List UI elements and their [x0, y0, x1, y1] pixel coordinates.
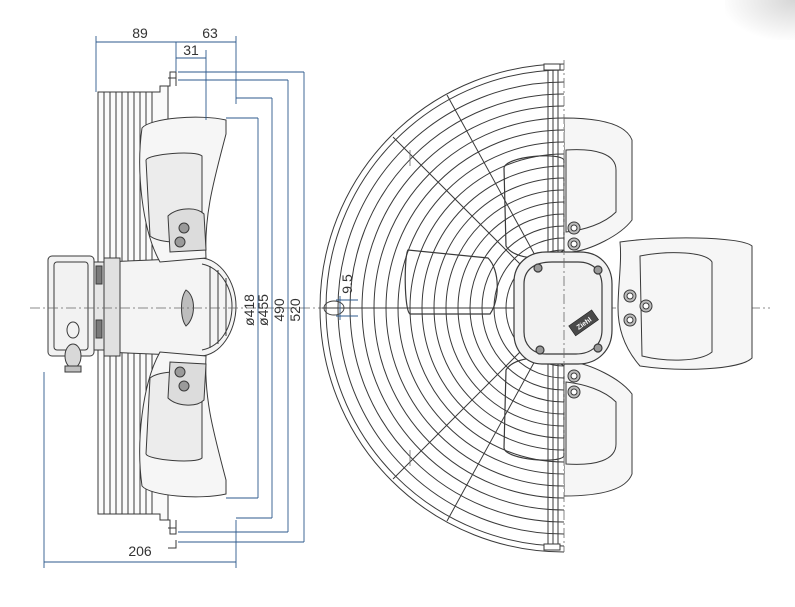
dimension-labels: 89 63 31 206 ø418 ø455 490 520 9.5: [128, 25, 355, 559]
dim-206: 206: [128, 543, 152, 559]
dim-d418: ø418: [241, 294, 257, 326]
impeller-front: [564, 117, 753, 497]
dimension-lines: [43, 36, 358, 568]
dim-63: 63: [202, 25, 218, 41]
dim-89: 89: [132, 25, 148, 41]
side-view: [47, 71, 237, 549]
motor-side: [103, 257, 237, 357]
hub-bolts: [567, 221, 653, 399]
blade-right: [617, 237, 753, 370]
front-view: Ziehl: [319, 60, 753, 553]
terminal-box: [47, 255, 105, 373]
blade-top: [564, 117, 633, 253]
dim-31: 31: [183, 42, 199, 58]
dim-520: 520: [287, 298, 303, 322]
dim-490: 490: [271, 298, 287, 322]
corner-shadow: [725, 0, 795, 40]
blade-side-upper: [139, 116, 227, 263]
motor-housing-front: [513, 251, 613, 365]
dim-9-5: 9.5: [339, 274, 355, 294]
blade-side-lower: [139, 351, 227, 498]
dim-d455: ø455: [255, 294, 271, 326]
